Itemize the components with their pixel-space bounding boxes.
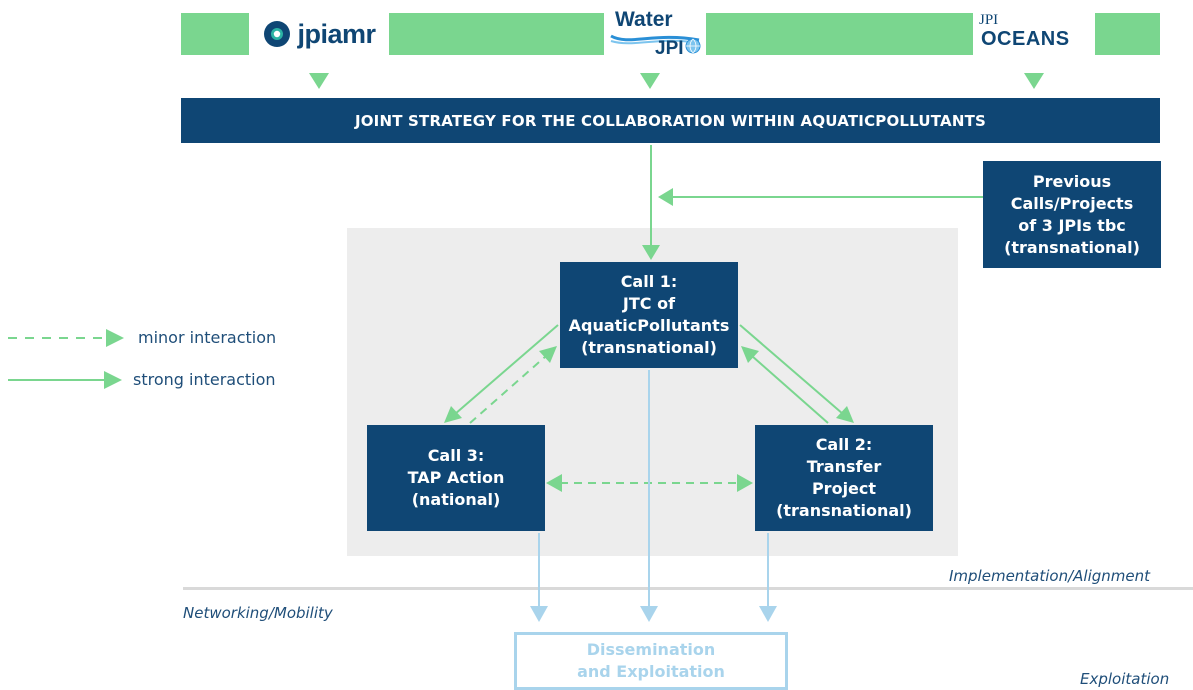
networking-level-label: Networking/Mobility [183, 604, 333, 622]
joint-strategy-banner: JOINT STRATEGY FOR THE COLLABORATION WIT… [181, 98, 1160, 143]
legend-minor-arrowhead [106, 329, 124, 347]
call2-to-call1-arrowhead [741, 346, 759, 363]
call-1-label: Call 1: JTC of AquaticPollutants (transn… [568, 272, 730, 357]
oceans-jpi-text: JPI [979, 12, 999, 28]
jpiamr-logo-text: jpiamr [297, 18, 376, 49]
top-triangle-3 [1024, 73, 1044, 89]
call3-to-call1-arrowhead [539, 346, 557, 363]
call-3-label: Call 3: TAP Action (national) [407, 446, 505, 509]
call-1-box: Call 1: JTC of AquaticPollutants (transn… [560, 262, 738, 368]
top-bar-segment-1 [181, 13, 249, 55]
call2-to-call1-line [751, 355, 829, 424]
top-bar-segment-2 [389, 13, 604, 55]
previous-to-strategy-arrowhead [658, 188, 673, 206]
globe-icon [685, 38, 701, 54]
exploitation-level-label: Exploitation [1080, 670, 1170, 688]
call3-to-dissemination-arrowhead [530, 606, 548, 622]
call-2-box: Call 2: Transfer Project (transnational) [755, 425, 933, 531]
water-jpi-logo-text: JPI [655, 38, 684, 59]
call-2-label: Call 2: Transfer Project (transnational) [776, 435, 912, 520]
call3-call2-left-arrowhead [546, 474, 562, 492]
top-bar-segment-4 [1095, 13, 1160, 55]
dissemination-label: Dissemination and Exploitation [577, 640, 725, 681]
water-logo-text: Water [615, 8, 673, 31]
banner-to-call1-arrowhead [642, 245, 660, 260]
water-jpi-logo: Water JPI [604, 8, 706, 60]
call1-to-call2-line [739, 324, 844, 415]
top-bar-segment-3 [706, 13, 973, 55]
legend-strong-label: strong interaction [133, 370, 276, 389]
previous-calls-box: Previous Calls/Projects of 3 JPIs tbc (t… [983, 161, 1161, 268]
legend-minor-label: minor interaction [138, 328, 277, 347]
implementation-level-label: Implementation/Alignment [949, 567, 1151, 585]
top-triangle-1 [309, 73, 329, 89]
call1-to-call3-line [454, 324, 559, 415]
oceans-logo-text: OCEANS [981, 28, 1070, 50]
jpiamr-mark-icon [264, 21, 291, 47]
call1-to-call3-arrowhead [444, 406, 462, 423]
level-separator-line [183, 587, 1193, 590]
joint-strategy-banner-label: JOINT STRATEGY FOR THE COLLABORATION WIT… [354, 111, 987, 130]
top-triangle-2 [640, 73, 660, 89]
jpiamr-logo: jpiamr [249, 8, 389, 60]
call-3-box: Call 3: TAP Action (national) [367, 425, 545, 531]
call1-to-call2-arrowhead [836, 406, 854, 423]
legend-strong-arrowhead [104, 371, 122, 389]
call3-to-call1-dashed-line [469, 355, 547, 424]
call2-to-dissemination-arrowhead [759, 606, 777, 622]
call1-to-dissemination-arrowhead [640, 606, 658, 622]
jpi-oceans-logo: JPI OCEANS [973, 8, 1095, 60]
call3-call2-right-arrowhead [737, 474, 753, 492]
previous-calls-label: Previous Calls/Projects of 3 JPIs tbc (t… [1004, 171, 1140, 257]
dissemination-box: Dissemination and Exploitation [514, 632, 788, 690]
